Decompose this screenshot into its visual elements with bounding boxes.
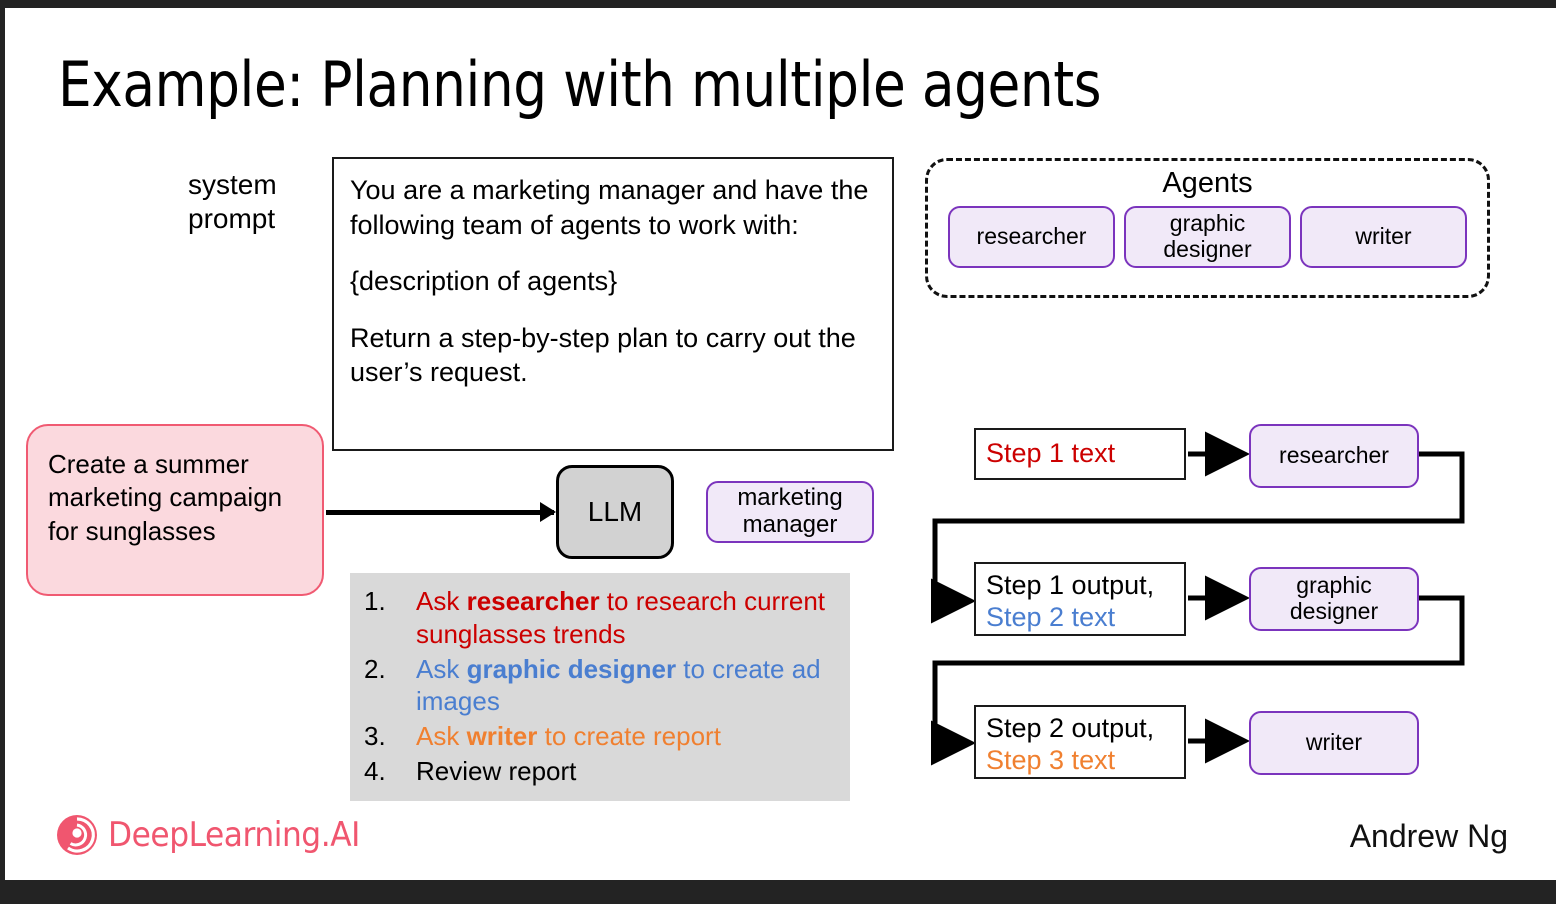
plan-item-number: 1. xyxy=(364,586,386,616)
plan-item-number: 4. xyxy=(364,755,386,786)
list-item: 4. Review report xyxy=(364,755,840,788)
author-name: Andrew Ng xyxy=(1349,818,1508,854)
plan-item-number: 3. xyxy=(364,721,386,751)
system-prompt-paragraph-1: You are a marketing manager and have the… xyxy=(350,175,869,240)
agents-panel: Agents researcher graphic designer write… xyxy=(925,158,1490,298)
user-request-box: Create a summer marketing campaign for s… xyxy=(26,424,324,596)
request-to-llm-arrow xyxy=(326,502,556,522)
page-title: Example: Planning with multiple agents xyxy=(58,48,1102,121)
llm-box: LLM xyxy=(556,465,674,559)
deeplearning-spiral-icon xyxy=(57,815,97,855)
flow-step-2-line1: Step 1 output, xyxy=(986,570,1155,600)
system-prompt-paragraph-3: Return a step-by-step plan to carry out … xyxy=(350,322,856,388)
list-item: 2. Ask graphic designer to create ad ima… xyxy=(364,653,840,719)
flow-step-box-3: Step 2 output, Step 3 text xyxy=(974,705,1186,779)
role-pill-marketing-manager[interactable]: marketing manager xyxy=(706,481,874,543)
flow-agent-node-researcher[interactable]: researcher xyxy=(1249,424,1419,488)
flow-step-2-line2: Step 2 text xyxy=(986,601,1116,632)
plan-item-text: Ask graphic designer to create ad images xyxy=(416,653,821,717)
list-item: 3. Ask writer to create report xyxy=(364,720,840,753)
plan-item-number: 2. xyxy=(364,653,386,684)
plan-item-text: Review report xyxy=(416,755,577,786)
brand-logo: DeepLearning.AI xyxy=(56,814,382,856)
flow-step-3-line2: Step 3 text xyxy=(986,744,1116,775)
agent-pill-writer[interactable]: writer xyxy=(1300,206,1467,268)
flow-agent-node-writer[interactable]: writer xyxy=(1249,711,1419,775)
frame-left-bar xyxy=(0,8,5,880)
plan-item-text: Ask researcher to research current sungl… xyxy=(416,586,826,649)
agent-pill-graphic-designer[interactable]: graphic designer xyxy=(1124,206,1291,268)
plan-list: 1. Ask researcher to research current su… xyxy=(350,573,850,801)
flow-step-3-line1: Step 2 output, xyxy=(986,713,1155,743)
flow-step-box-2: Step 1 output, Step 2 text xyxy=(974,562,1186,636)
agents-panel-title: Agents xyxy=(1162,167,1253,199)
flow-agent-node-graphic-designer[interactable]: graphic designer xyxy=(1249,567,1419,631)
system-prompt-paragraph-2: {description of agents} xyxy=(350,266,618,297)
agents-pill-row: researcher graphic designer writer xyxy=(928,200,1487,268)
frame-bottom-bar xyxy=(0,880,1556,904)
flow-step-1-line1: Step 1 text xyxy=(986,438,1116,469)
list-item: 1. Ask researcher to research current su… xyxy=(364,585,840,651)
flow-step-box-1: Step 1 text xyxy=(974,428,1186,480)
agent-pill-researcher[interactable]: researcher xyxy=(948,206,1115,268)
system-prompt-box: You are a marketing manager and have the… xyxy=(332,157,894,451)
system-prompt-label: system prompt xyxy=(188,169,277,235)
brand-name: DeepLearning.AI xyxy=(108,815,360,855)
frame-top-bar xyxy=(0,0,1556,8)
plan-item-text: Ask writer to create report xyxy=(416,721,721,751)
